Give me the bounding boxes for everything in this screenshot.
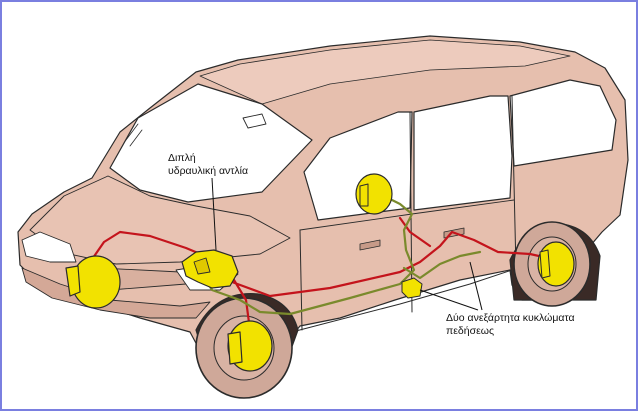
- front-right-brake-caliper: [227, 331, 243, 365]
- front-left-brake-caliper: [65, 265, 81, 297]
- brake-valve: [401, 277, 423, 299]
- rear-view-mirror: [242, 113, 267, 129]
- circuits-label: Δύο ανεξάρτητα κυκλώματα πεδήσεως: [446, 312, 575, 338]
- dual-hydraulic-pump: [181, 249, 239, 289]
- roof-panel: [199, 39, 571, 105]
- circuits-label-line2: πεδήσεως: [446, 325, 495, 337]
- brake-circuit-red: [84, 216, 550, 332]
- circuits-label-line1: Δύο ανεξάρτητα κυκλώματα: [446, 312, 575, 324]
- pump-label-line1: Διπλή: [168, 152, 196, 164]
- door-handle-front: [359, 239, 381, 251]
- pump-leader-line: [211, 177, 217, 251]
- left-headlight: [21, 231, 77, 263]
- pump-label-line2: υδραυλική αντλία: [168, 165, 249, 177]
- middle-window: [413, 95, 513, 211]
- pump-label: Διπλή υδραυλική αντλία: [168, 152, 248, 178]
- windshield: [109, 83, 313, 203]
- circuits-leader-line-2: [419, 289, 479, 311]
- circuits-leader-line-1: [469, 261, 483, 311]
- brake-circuit-olive: [198, 194, 482, 316]
